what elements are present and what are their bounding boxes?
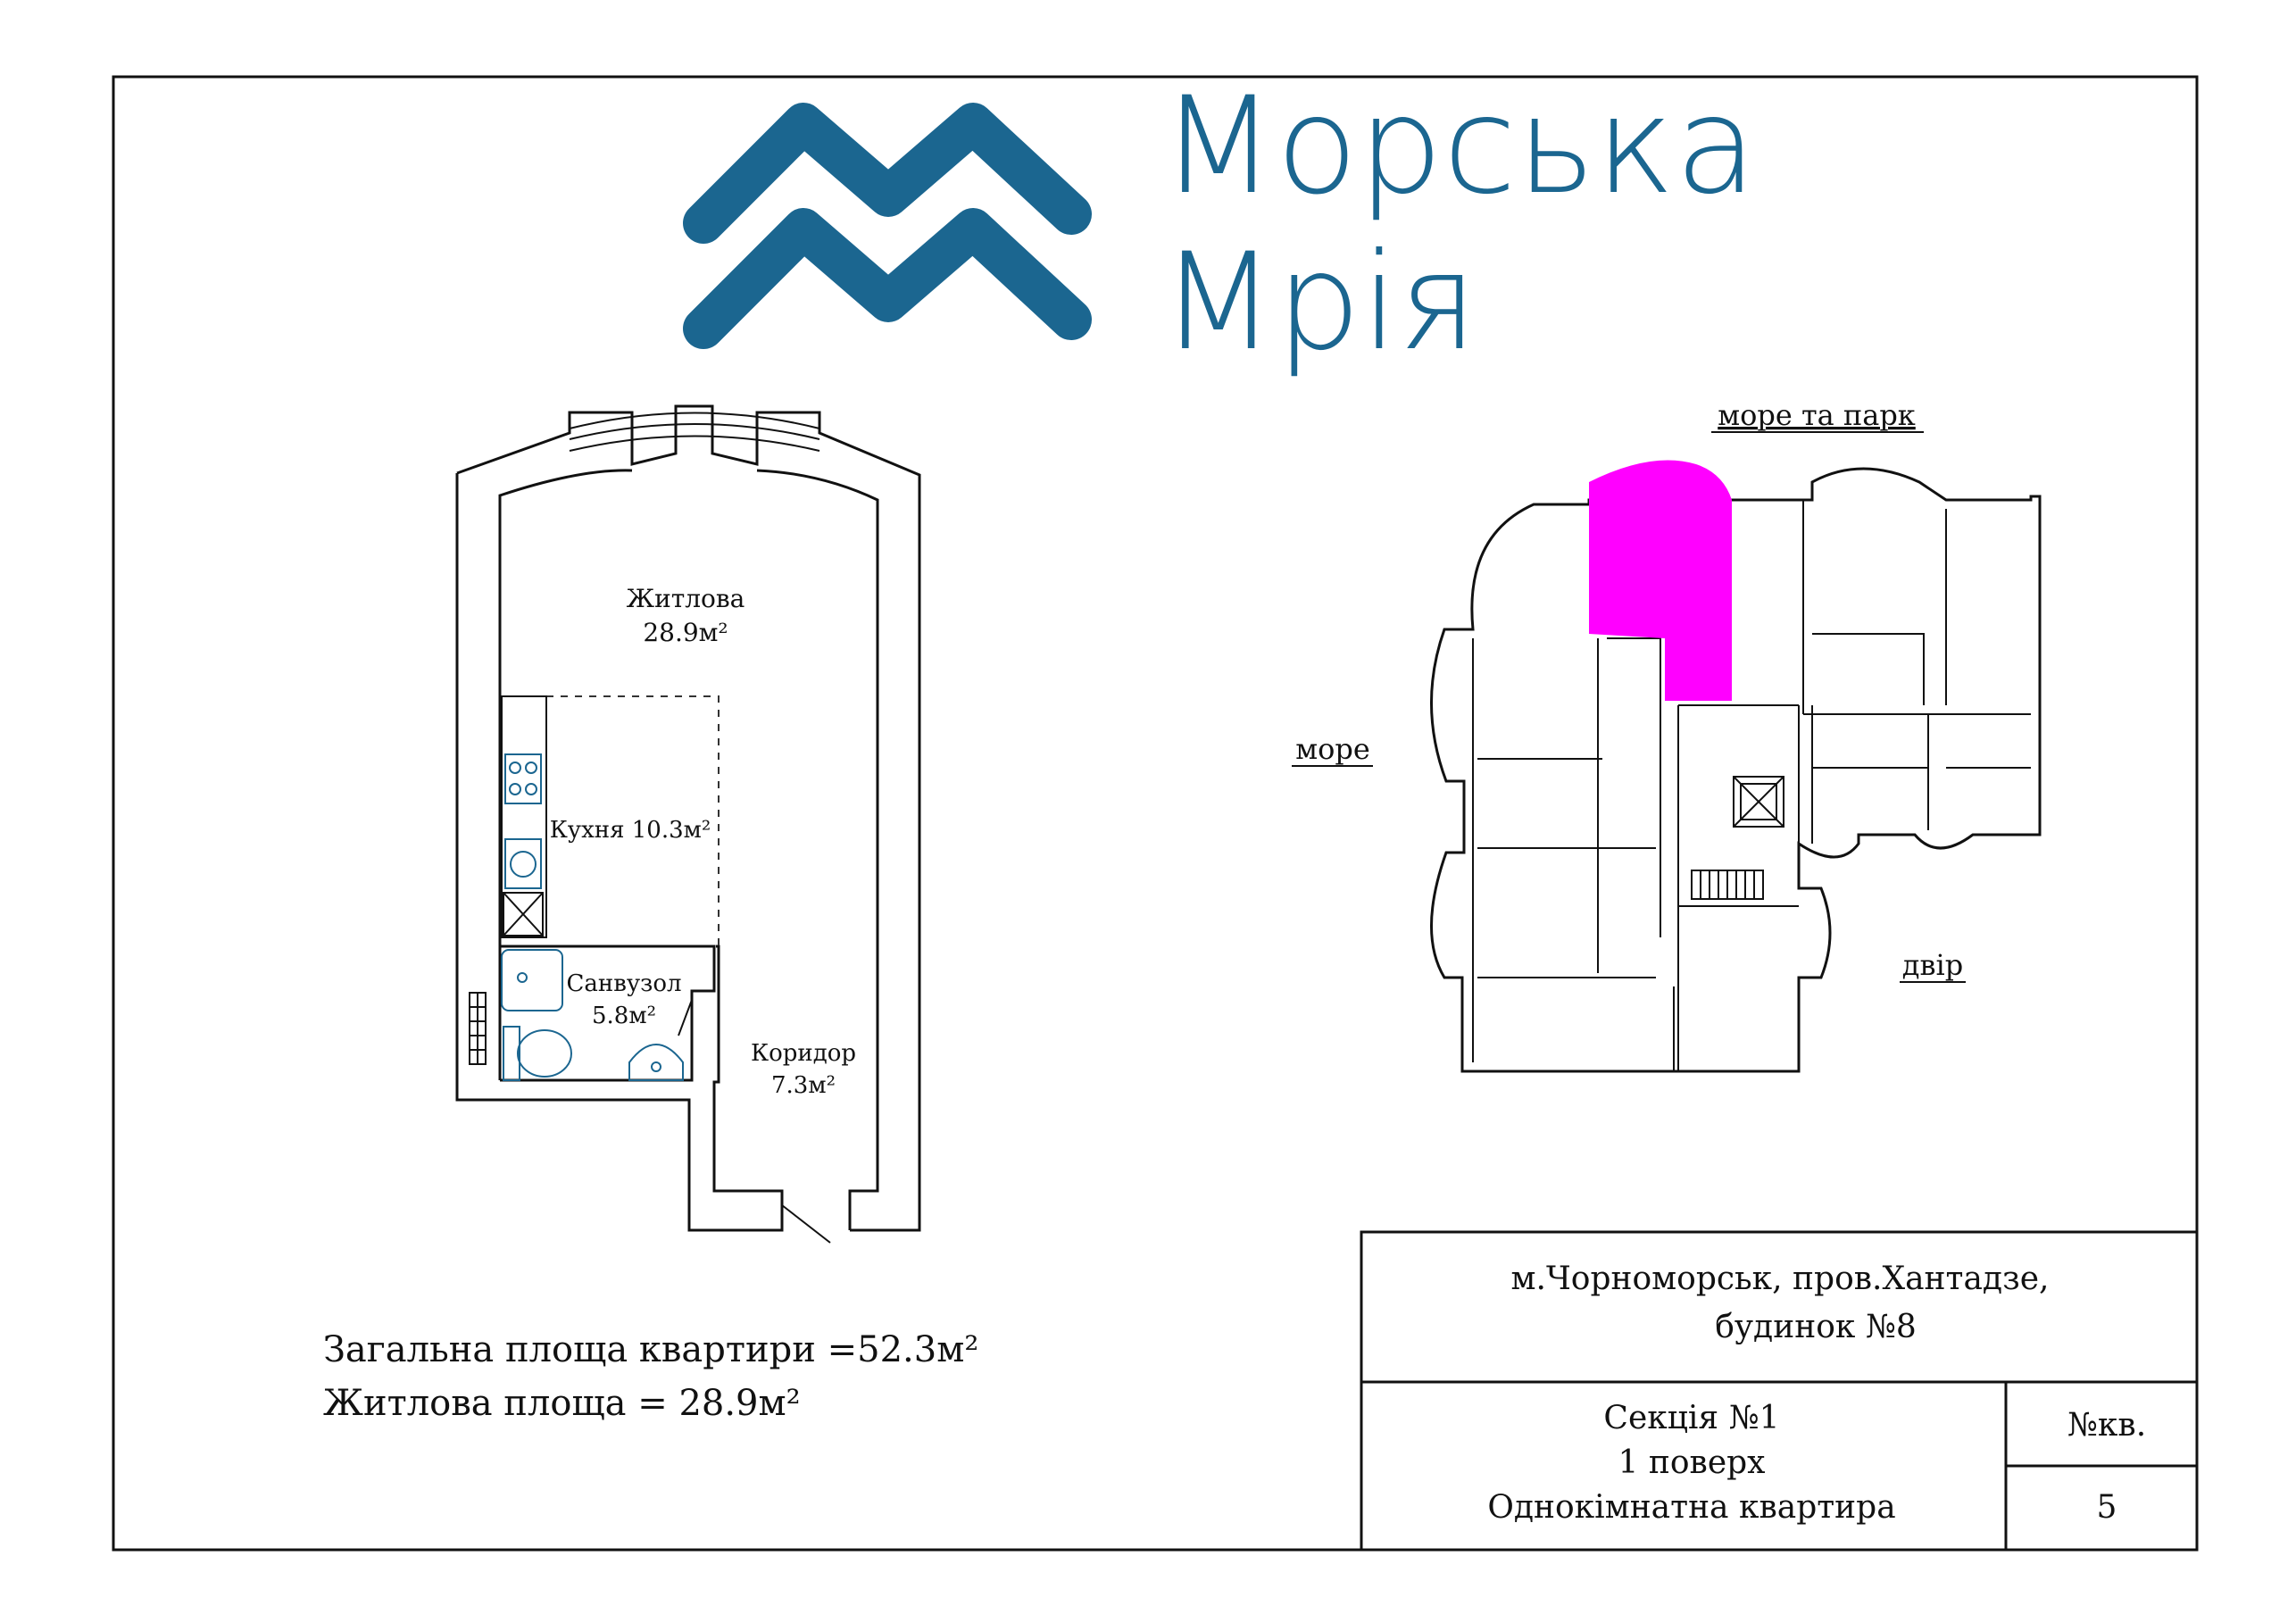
total-area-text: Загальна площа квартири =52.3м²	[323, 1329, 978, 1370]
floor-label: 1 поверх	[1618, 1444, 1766, 1481]
room-corridor-area: 7.3м²	[771, 1072, 836, 1099]
apartment-type-label: Однокімнатна квартира	[1487, 1489, 1895, 1526]
room-living-area: 28.9м²	[643, 618, 728, 647]
building-outline	[1430, 467, 2042, 1073]
apartment-walls	[455, 404, 921, 1232]
room-corridor-name: Коридор	[751, 1040, 856, 1067]
washbasin-icon	[628, 1044, 684, 1081]
stove-icon	[504, 753, 542, 804]
room-kitchen-label: Кухня 10.3м²	[550, 817, 711, 844]
room-bathroom-area: 5.8м²	[592, 1003, 656, 1029]
apartment-plan: Житлова 28.9м² Кухня 10.3м² Санвузол 5.8…	[455, 404, 921, 1244]
brand-name-line1: Морська	[1160, 69, 1757, 224]
orientation-west-label: море	[1295, 732, 1370, 766]
kitchen-counter	[501, 695, 547, 938]
bay-window	[569, 412, 820, 452]
apartment-number-label: №кв.	[2067, 1407, 2146, 1444]
room-living-name: Житлова	[627, 584, 745, 613]
address-line2: будинок №8	[1715, 1309, 1917, 1345]
sheet-frame	[112, 75, 2199, 1552]
kitchen-zone	[546, 695, 720, 946]
title-block-frame	[1360, 1230, 2199, 1552]
orientation-north-label: море та парк	[1718, 398, 1916, 432]
toilet-icon	[503, 1026, 572, 1081]
apartment-number: 5	[2097, 1489, 2117, 1526]
shower-icon	[501, 949, 563, 1011]
key-plan: море та парк море двір	[1292, 398, 2042, 1073]
sink-icon	[504, 838, 542, 889]
bathroom-door	[678, 999, 693, 1036]
door-swing	[781, 1204, 831, 1244]
highlighted-apartment	[1589, 460, 1732, 701]
address-line1: м.Чорноморськ, пров.Хантадзе,	[1511, 1261, 2050, 1297]
brand-name-line2: Мрія	[1160, 225, 1477, 380]
section-label: Секція №1	[1603, 1400, 1779, 1436]
stairs-icon	[1691, 870, 1764, 900]
building-inner-walls	[1472, 500, 2031, 1071]
elevator-icon	[1733, 776, 1784, 828]
brand-logo: Морська Мрія	[683, 69, 1757, 380]
washer-icon	[503, 892, 544, 936]
living-area-text: Житлова площа = 28.9м²	[323, 1383, 801, 1424]
logo-mark-icon	[683, 103, 1092, 349]
title-block: м.Чорноморськ, пров.Хантадзе, будинок №8…	[1360, 1230, 2199, 1552]
room-bathroom-name: Санвузол	[566, 970, 681, 997]
orientation-east-label: двір	[1902, 948, 1963, 982]
radiator-icon	[469, 992, 487, 1065]
